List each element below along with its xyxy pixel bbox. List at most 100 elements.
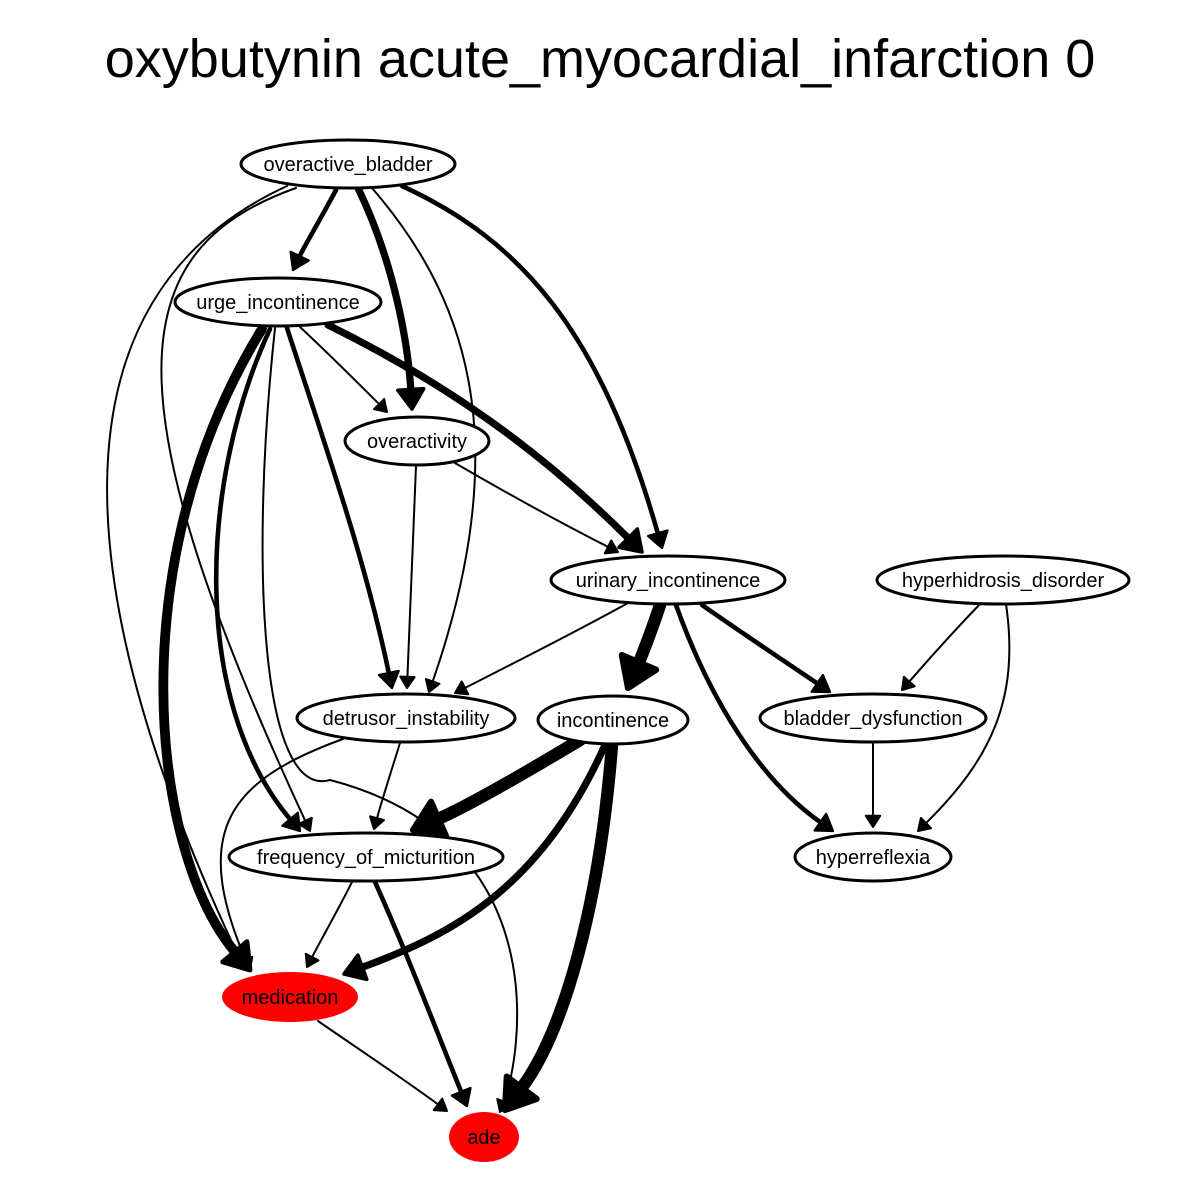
edge-arrowhead: [617, 527, 644, 554]
edge-arrowhead: [237, 955, 254, 971]
edge-urge_incontinence-to-detrusor_instability: [284, 325, 400, 690]
node-shape: [222, 972, 358, 1022]
edge-arrowhead: [424, 678, 441, 693]
edge-urinary_incontinence-to-incontinence: [618, 598, 667, 692]
edge-arrowhead: [409, 798, 450, 839]
node-label: overactivity: [367, 431, 467, 453]
node-label: urinary_incontinence: [576, 570, 761, 592]
edge-overactivity-to-detrusor_instability: [399, 465, 417, 689]
edge-line: [908, 603, 981, 683]
node-label: detrusor_instability: [323, 708, 490, 730]
node-shape: [536, 694, 690, 746]
node-shape: [449, 1112, 519, 1162]
node-shape: [173, 276, 383, 328]
edge-detrusor_instability-to-medication: [219, 738, 344, 971]
edge-overactive_bladder-to-detrusor_instability: [371, 187, 477, 693]
edge-line: [324, 321, 632, 542]
edge-line: [358, 741, 609, 971]
edge-arrowhead: [454, 680, 470, 696]
node-label: bladder_dysfunction: [783, 708, 962, 730]
node-label: overactive_bladder: [264, 154, 433, 176]
edge-arrowhead: [399, 675, 416, 689]
edge-arrowhead: [813, 812, 835, 833]
node-shape: [758, 692, 988, 744]
edge-incontinence-to-ade: [501, 738, 619, 1114]
node-shape: [239, 138, 457, 190]
edge-incontinence-to-frequency_of_micturition: [409, 733, 587, 839]
edge-line: [371, 187, 477, 683]
edge-bladder_dysfunction-to-hyperreflexia: [864, 742, 882, 828]
graph-title: oxybutynin acute_myocardial_infarction 0: [104, 29, 1096, 89]
node-shape: [343, 415, 491, 467]
edge-arrowhead: [369, 815, 385, 830]
node-overactivity: overactivity: [343, 415, 491, 467]
node-shape: [295, 692, 517, 744]
node-medication: medication: [222, 972, 358, 1022]
edge-incontinence-to-medication: [342, 741, 609, 982]
edge-line: [515, 738, 619, 1094]
edge-arrowhead: [432, 1097, 448, 1112]
edge-urinary_incontinence-to-detrusor_instability: [454, 602, 629, 696]
edge-line: [375, 742, 401, 820]
node-label: incontinence: [557, 710, 669, 732]
edge-line: [632, 598, 667, 669]
node-incontinence: incontinence: [536, 694, 690, 746]
edge-urge_incontinence-to-medication: [158, 324, 267, 973]
node-overactive_bladder: overactive_bladder: [239, 138, 457, 190]
edge-line: [372, 879, 464, 1095]
edge-line: [299, 326, 381, 406]
edge-line: [454, 462, 610, 548]
edge-urge_incontinence-to-overactivity: [299, 326, 388, 413]
edge-line: [406, 465, 417, 678]
edge-urinary_incontinence-to-bladder_dysfunction: [699, 602, 832, 694]
node-ade: ade: [449, 1112, 519, 1162]
edge-overactive_bladder-to-urinary_incontinence: [399, 183, 669, 550]
edge-line: [317, 1020, 439, 1106]
edge-line: [160, 187, 307, 822]
edge-line: [399, 183, 661, 536]
edge-line: [158, 324, 267, 957]
edge-line: [432, 733, 587, 826]
edge-urge_incontinence-to-frequency_of_micturition: [213, 326, 302, 833]
edge-overactive_bladder-to-frequency_of_micturition: [160, 187, 313, 832]
node-label: hyperhidrosis_disorder: [902, 570, 1105, 592]
node-detrusor_instability: detrusor_instability: [295, 692, 517, 744]
edge-arrowhead: [864, 814, 882, 828]
edge-arrowhead: [901, 675, 916, 691]
edge-frequency_of_micturition-to-medication: [304, 881, 353, 968]
edge-urge_incontinence-to-urinary_incontinence: [324, 321, 644, 554]
node-shape: [227, 831, 505, 883]
edge-line: [924, 603, 1011, 825]
edge-arrowhead: [646, 529, 669, 550]
node-shape: [549, 554, 787, 606]
edge-line: [261, 327, 519, 1103]
edge-line: [699, 602, 820, 686]
edge-arrowhead: [603, 539, 619, 555]
node-shape: [875, 554, 1131, 606]
node-frequency_of_micturition: frequency_of_micturition: [227, 831, 505, 883]
edge-arrowhead: [618, 651, 660, 692]
node-hyperhidrosis_disorder: hyperhidrosis_disorder: [875, 554, 1131, 606]
node-label: ade: [467, 1127, 500, 1149]
node-label: hyperreflexia: [816, 847, 931, 869]
edge-arrowhead: [396, 386, 426, 411]
edge-arrowhead: [342, 953, 369, 982]
edge-arrowhead: [281, 811, 302, 833]
edge-line: [673, 602, 823, 825]
edge-arrowhead: [372, 397, 388, 413]
edge-medication-to-ade: [317, 1020, 448, 1112]
node-bladder_dysfunction: bladder_dysfunction: [758, 692, 988, 744]
edge-arrowhead: [297, 816, 313, 832]
edge-arrowhead: [810, 673, 832, 694]
node-hyperreflexia: hyperreflexia: [793, 831, 953, 883]
edge-overactive_bladder-to-urge_incontinence: [289, 187, 339, 272]
node-label: frequency_of_micturition: [257, 847, 475, 869]
node-label: medication: [242, 987, 339, 1009]
edge-line: [297, 187, 339, 259]
edge-hyperhidrosis_disorder-to-hyperreflexia: [917, 603, 1011, 832]
edge-arrowhead: [377, 669, 400, 690]
edge-line: [284, 325, 392, 676]
edge-arrowhead: [450, 1086, 472, 1108]
